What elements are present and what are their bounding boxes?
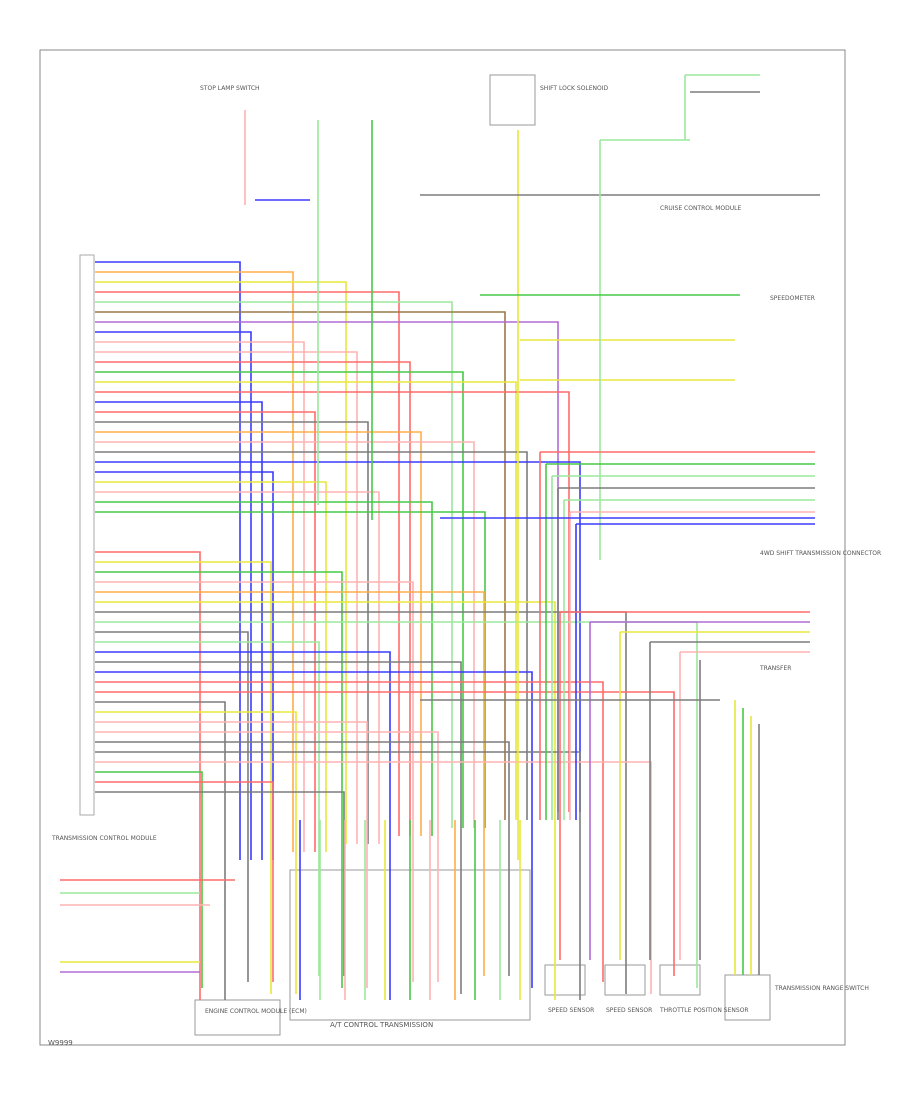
wire [95, 681, 604, 982]
wire [95, 581, 414, 982]
sensor-box-b [604, 964, 646, 996]
wire [95, 401, 263, 860]
wire [95, 651, 391, 1000]
wire [95, 711, 297, 994]
wire [95, 271, 294, 852]
wire [95, 471, 274, 860]
ewd-label: 4WD SHIFT TRANSMISSION CONNECTOR [760, 550, 881, 557]
wire [95, 371, 464, 828]
wire [95, 631, 249, 982]
ecm-label: ENGINE CONTROL MODULE (ECM) [205, 1008, 307, 1015]
wire [95, 791, 345, 976]
wire [95, 481, 327, 852]
wire [95, 601, 556, 1000]
range-label: TRANSMISSION RANGE SWITCH [774, 985, 869, 992]
wire [95, 551, 201, 1000]
wire [95, 511, 486, 828]
wire [95, 301, 453, 828]
relay-box [489, 74, 536, 126]
stop-lamp-label: STOP LAMP SWITCH [200, 85, 260, 92]
shift-lock-label: SHIFT LOCK SOLENOID [540, 85, 609, 92]
sensor-box-a [544, 964, 586, 996]
wire [95, 361, 411, 836]
wire [95, 501, 433, 836]
cruise-label: CRUISE CONTROL MODULE [660, 205, 741, 212]
diagram-frame [39, 49, 846, 1046]
wire [95, 491, 380, 844]
at-control-label: A/T CONTROL TRANSMISSION [330, 1021, 433, 1029]
wire [95, 741, 510, 976]
wire [95, 431, 422, 836]
sensor-box-c [659, 964, 701, 996]
wire [95, 561, 272, 994]
range-switch-box [724, 974, 771, 1021]
wire [95, 671, 533, 988]
sensor-a-label: SPEED SENSOR [548, 1007, 594, 1014]
wire [95, 641, 320, 976]
wire [95, 451, 528, 820]
wire [95, 381, 517, 820]
wire [95, 771, 203, 988]
wire [95, 731, 439, 982]
wire [95, 721, 368, 988]
wire [95, 591, 485, 976]
wire [95, 701, 226, 1000]
tcm-connector-block [79, 254, 95, 816]
footer-code: W9999 [48, 1039, 73, 1047]
wire [95, 661, 462, 994]
wire [95, 441, 475, 828]
wire [95, 281, 347, 844]
ecm-box [194, 999, 281, 1036]
wire [95, 411, 316, 852]
transfer-label: TRANSFER [759, 665, 791, 672]
wire [95, 691, 675, 976]
wire [95, 621, 698, 988]
wire [95, 391, 570, 812]
tcm-label: TRANSMISSION CONTROL MODULE [51, 835, 157, 842]
wire [95, 461, 581, 812]
wire [95, 331, 252, 860]
sensor-c-label: THROTTLE POSITION SENSOR [659, 1007, 749, 1014]
wire [95, 351, 358, 844]
wire [95, 761, 652, 994]
wires-group [60, 74, 820, 1000]
wire [95, 781, 274, 982]
wire [95, 571, 343, 988]
wire [95, 261, 241, 860]
wire [95, 421, 369, 844]
wire [95, 291, 400, 836]
labels-group: TRANSMISSION CONTROL MODULE ENGINE CONTRO… [51, 85, 881, 1015]
sensor-b-label: SPEED SENSOR [606, 1007, 652, 1014]
wire [95, 751, 581, 1000]
wire [95, 311, 506, 820]
speedometer-label: SPEEDOMETER [770, 295, 815, 302]
